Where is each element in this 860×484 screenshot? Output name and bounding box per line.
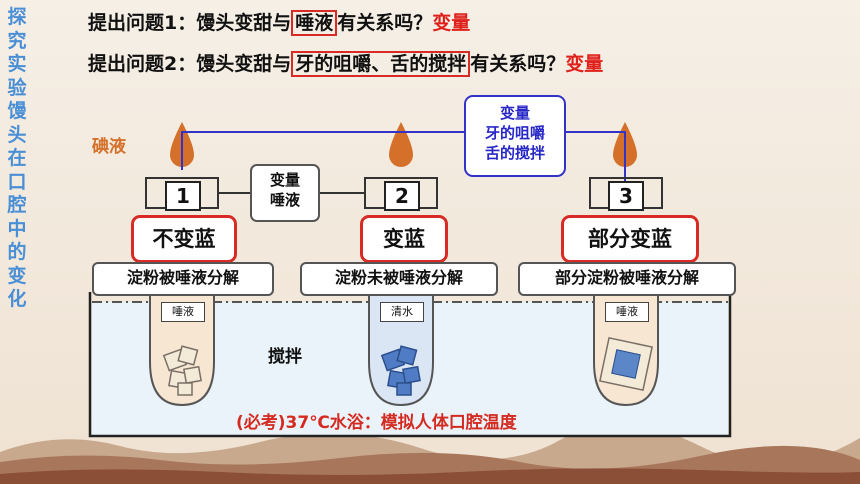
question-1-variable: 变量 bbox=[432, 12, 471, 34]
side-title-char: 实 bbox=[7, 53, 27, 75]
question-2-variable: 变量 bbox=[565, 53, 604, 75]
side-title-char: 究 bbox=[7, 29, 27, 52]
question-2-text: 提出问题2：馒头变甜与 bbox=[88, 53, 292, 75]
side-title-char: 探 bbox=[7, 6, 27, 28]
desc-tube-3: 部分淀粉被唾液分解 bbox=[518, 262, 736, 296]
tube-number-2: 2 bbox=[384, 181, 420, 211]
side-title: 探 究 实 验 馒 头 在 口 腔 中 的 变 化 bbox=[4, 6, 30, 312]
variable-box-saliva-line1: 变量 bbox=[269, 171, 300, 189]
variable-box-chewing: 变量 牙的咀嚼 舌的搅拌 bbox=[464, 95, 566, 177]
variable-box-saliva: 变量 唾液 bbox=[250, 164, 320, 222]
result-tube-2: 变蓝 bbox=[360, 215, 448, 263]
tube-tag-3: 唾液 bbox=[605, 302, 649, 322]
question-1-boxed: 唾液 bbox=[291, 10, 338, 36]
tube-number-3: 3 bbox=[608, 181, 644, 211]
stir-label: 搅拌 bbox=[268, 347, 302, 367]
result-tube-3: 部分变蓝 bbox=[561, 215, 699, 263]
desc-tube-1: 淀粉被唾液分解 bbox=[92, 262, 274, 296]
side-title-char: 口 bbox=[7, 170, 27, 193]
side-title-char: 馒 bbox=[7, 100, 27, 122]
variable-link-line bbox=[181, 131, 626, 184]
question-2: 提出问题2：馒头变甜与牙的咀嚼、舌的搅拌有关系吗？变量 bbox=[88, 49, 604, 77]
side-title-char: 中 bbox=[7, 217, 27, 240]
side-title-char: 化 bbox=[7, 288, 27, 310]
variable-box-chewing-line1: 变量 bbox=[499, 104, 530, 122]
question-1: 提出问题1：馒头变甜与唾液有关系吗？变量 bbox=[88, 8, 471, 36]
side-title-char: 验 bbox=[7, 76, 27, 99]
question-2-rest: 有关系吗？ bbox=[470, 53, 566, 75]
water-bath-tank bbox=[88, 292, 732, 438]
bread-pieces-1 bbox=[162, 345, 202, 396]
desc-tube-2: 淀粉未被唾液分解 bbox=[300, 262, 498, 296]
side-title-char: 变 bbox=[7, 264, 27, 287]
side-title-char: 头 bbox=[7, 123, 27, 146]
tube-tag-2: 清水 bbox=[380, 302, 424, 322]
result-tube-1: 不变蓝 bbox=[131, 215, 237, 263]
question-1-text: 提出问题1：馒头变甜与 bbox=[88, 12, 292, 34]
variable-box-chewing-line2: 牙的咀嚼 bbox=[484, 124, 545, 142]
iodine-drop-2 bbox=[389, 122, 413, 167]
side-title-char: 腔 bbox=[7, 194, 27, 216]
water-bath-label: (必考)37℃水浴：模拟人体口腔温度 bbox=[236, 413, 517, 433]
variable-box-chewing-line3: 舌的搅拌 bbox=[484, 144, 545, 162]
tube-number-1: 1 bbox=[165, 181, 201, 211]
side-title-char: 在 bbox=[7, 147, 27, 169]
question-1-rest: 有关系吗？ bbox=[337, 12, 433, 34]
question-2-boxed: 牙的咀嚼、舌的搅拌 bbox=[291, 51, 471, 77]
side-title-char: 的 bbox=[7, 241, 27, 263]
bread-block-3 bbox=[599, 337, 653, 391]
iodine-label: 碘液 bbox=[92, 137, 126, 157]
variable-box-saliva-line2: 唾液 bbox=[269, 191, 300, 209]
bread-pieces-2 bbox=[380, 345, 421, 396]
tube-tag-1: 唾液 bbox=[161, 302, 205, 322]
